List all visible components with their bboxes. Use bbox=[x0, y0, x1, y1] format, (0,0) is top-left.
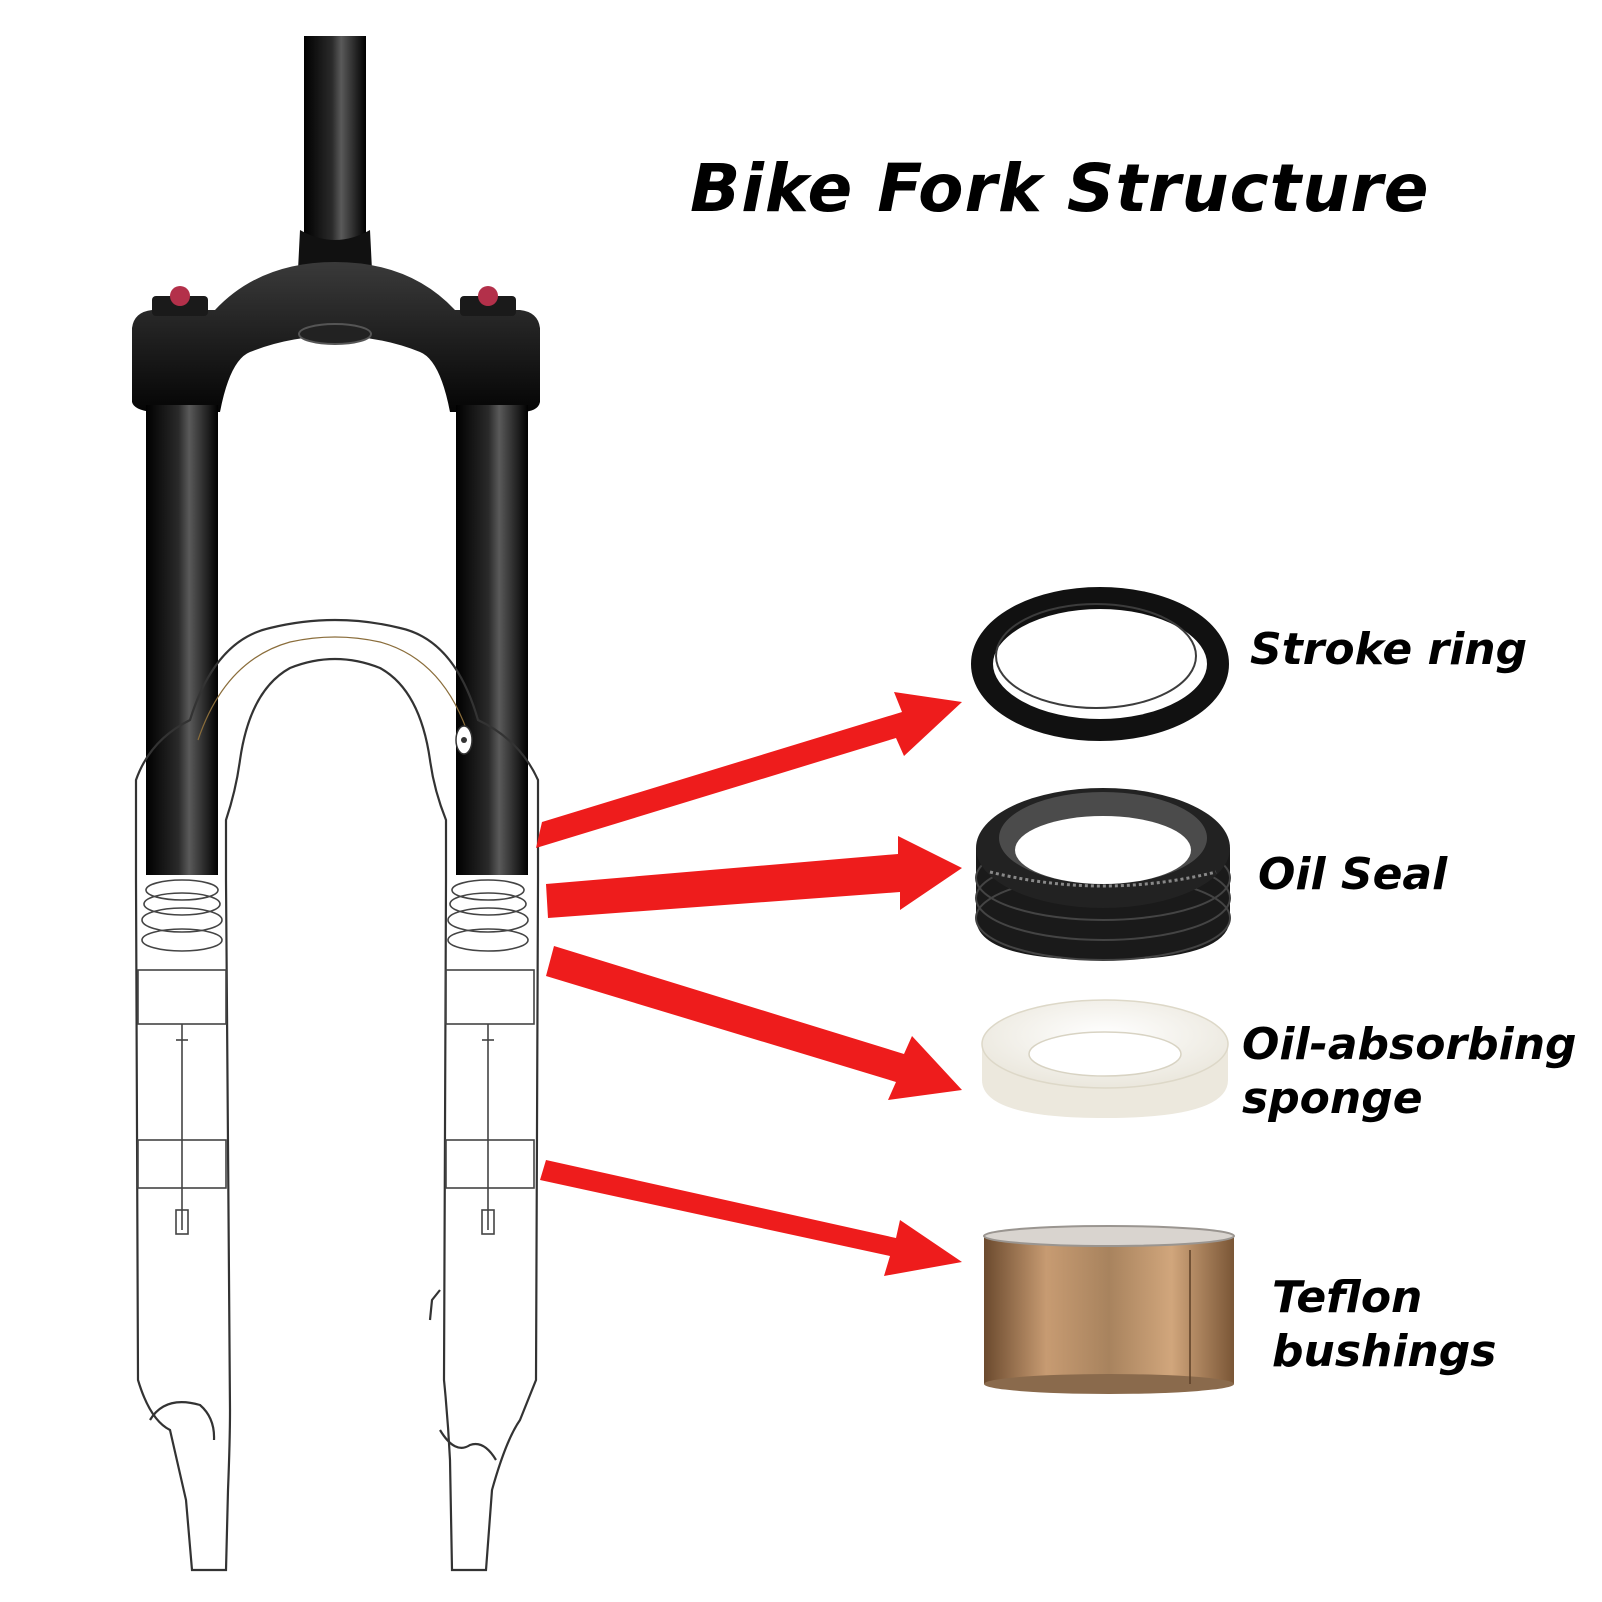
label-line: Teflon bbox=[1272, 1272, 1423, 1323]
label-line: Stroke ring bbox=[1250, 624, 1528, 675]
arrow-teflon bbox=[540, 1160, 962, 1276]
steerer-tube bbox=[298, 36, 372, 270]
label-line: Oil-absorbing bbox=[1242, 1019, 1577, 1070]
oil-seal-icon bbox=[975, 788, 1231, 961]
stroke-ring-icon bbox=[971, 587, 1229, 741]
right-top-cap-icon bbox=[460, 286, 516, 316]
arrow-sponge bbox=[546, 946, 962, 1100]
label-line: Oil Seal bbox=[1258, 849, 1448, 900]
bushing-icon bbox=[983, 1225, 1235, 1394]
right-stanchion bbox=[456, 405, 528, 875]
sponge-ring-icon bbox=[981, 999, 1229, 1118]
page-title: Bike Fork Structure bbox=[690, 150, 1430, 227]
label-stroke-ring: Stroke ring bbox=[1250, 623, 1527, 677]
left-stanchion bbox=[146, 405, 218, 875]
arrow-stroke-ring bbox=[536, 692, 962, 848]
label-oil-absorbing-sponge: Oil-absorbing sponge bbox=[1242, 1018, 1577, 1126]
label-line: bushings bbox=[1272, 1326, 1497, 1377]
arrows bbox=[536, 692, 962, 1276]
label-line: sponge bbox=[1242, 1073, 1423, 1124]
air-valve-icon bbox=[455, 725, 473, 755]
right-internal-seals bbox=[445, 879, 535, 1235]
fork-crown bbox=[132, 262, 540, 412]
lower-legs-outline bbox=[134, 618, 540, 1572]
left-top-cap-icon bbox=[152, 286, 208, 316]
label-oil-seal: Oil Seal bbox=[1258, 848, 1447, 902]
arrow-oil-seal bbox=[546, 836, 962, 918]
label-teflon-bushings: Teflon bushings bbox=[1272, 1271, 1496, 1379]
left-internal-seals bbox=[137, 879, 227, 1235]
